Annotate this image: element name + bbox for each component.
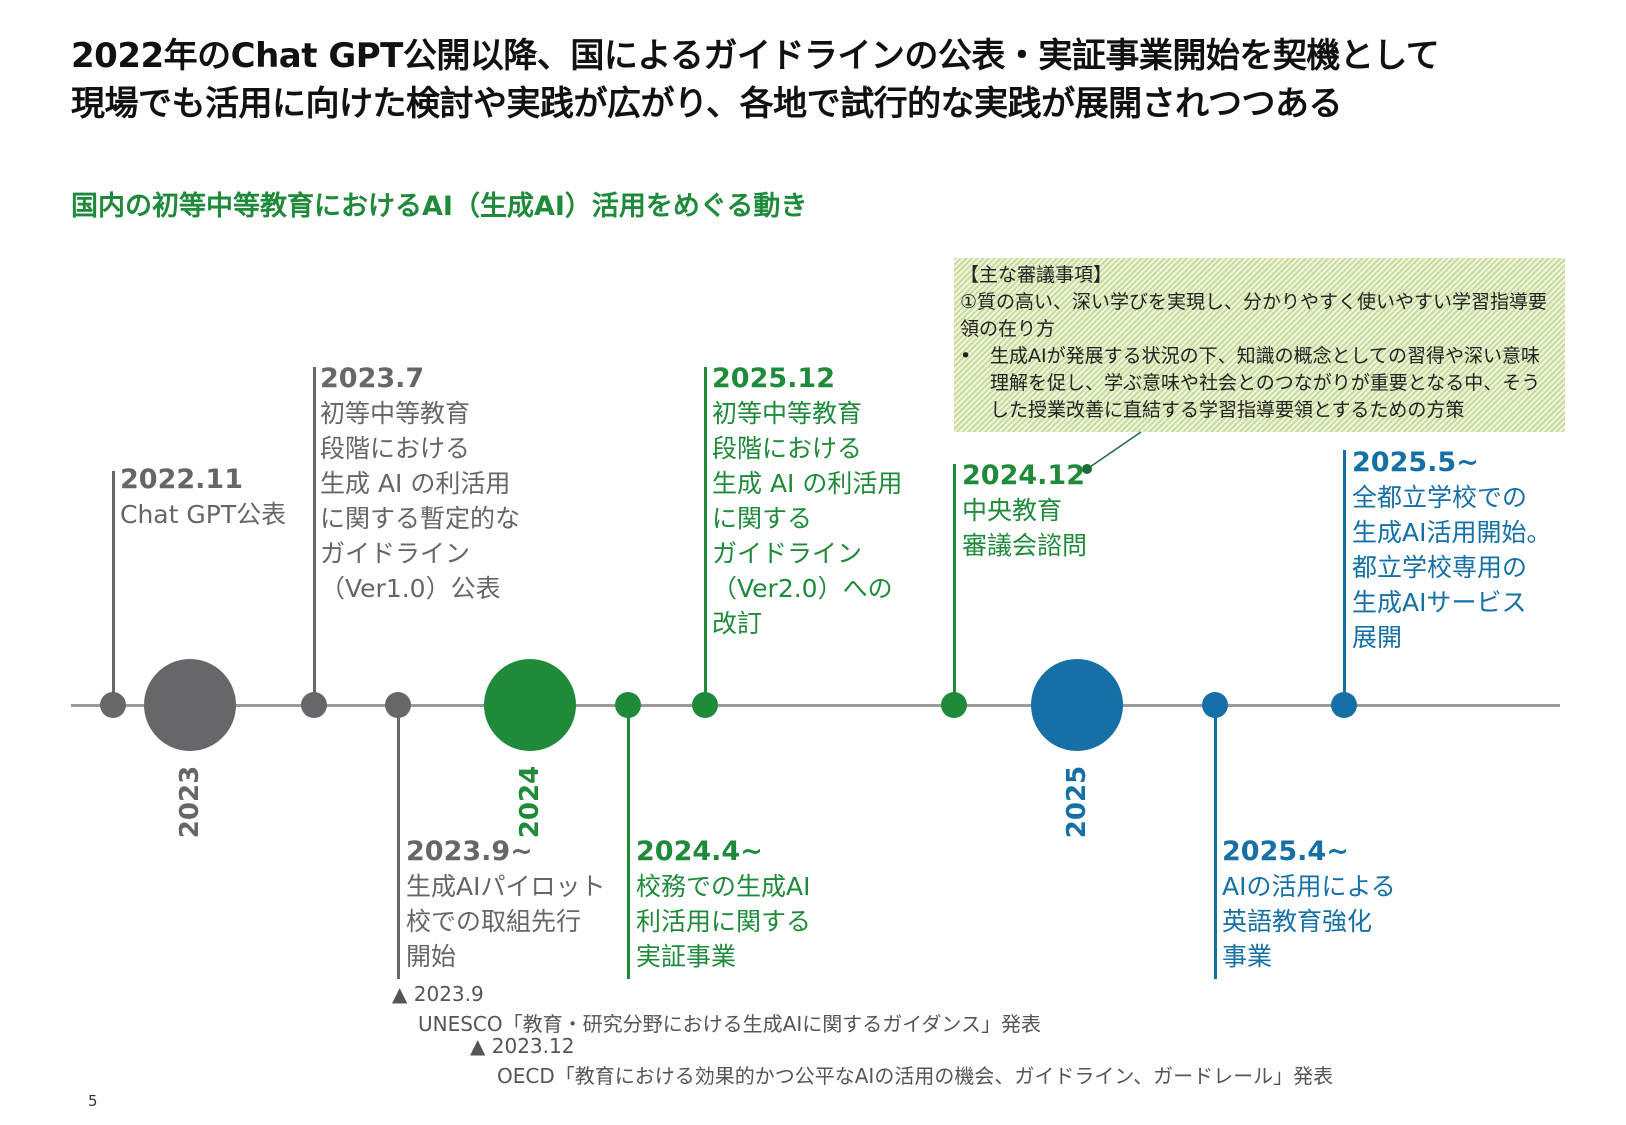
year-label: 2023 [175,765,205,839]
title-line-2: 現場でも活用に向けた検討や実践が広がり、各地で試行的な実践が展開されつつある [71,84,1342,124]
title-line-1: 2022年のChat GPT公開以降、国によるガイドラインの公表・実証事業開始を… [71,36,1440,76]
year-circle-2023 [144,659,236,751]
year-label: 2025 [1062,765,1092,839]
event-text: 展開 [1352,623,1403,652]
event-line [112,471,115,705]
timeline-dot [1331,692,1357,718]
event-text: 生成 AI の利活用 [320,469,511,498]
event-text: 生成AIパイロット [406,872,606,901]
event-text: （Ver1.0）公表 [320,574,501,603]
event-text: 審議会諮問 [962,531,1088,560]
event-text: 生成AIサービス [1352,588,1527,617]
event-text: 事業 [1222,942,1273,971]
event-date: 2023.7 [320,363,425,394]
event-text: 初等中等教育 [712,399,863,428]
footnote-text: OECD「教育における効果的かつ公平なAIの活用の機会、ガイドライン、ガードレー… [497,1064,1334,1088]
event-2022-11: 2022.11 Chat GPT公表 [120,462,286,532]
timeline-dot [692,692,718,718]
year-circle-2025 [1031,659,1123,751]
event-2025-4: 2025.4~ AIの活用による 英語教育強化 事業 [1222,834,1396,974]
event-text: 利活用に関する [636,907,812,936]
event-text: 都立学校専用の [1352,553,1528,582]
event-line [1343,450,1346,705]
event-date: 2022.11 [120,464,243,495]
footnote-date: ▲ 2023.9 [392,982,484,1006]
event-text: ガイドライン [712,539,863,568]
event-2024-4: 2024.4~ 校務での生成AI 利活用に関する 実証事業 [636,834,811,974]
slide-title: 2022年のChat GPT公開以降、国によるガイドラインの公表・実証事業開始を… [71,32,1440,128]
bullet-text: 生成AIが発展する状況の下、知識の概念としての習得や深い意味理解を促し、学ぶ意味… [990,345,1541,421]
event-text: 段階における [320,434,471,463]
event-text: AIの活用による [1222,872,1396,901]
event-text: ガイドライン [320,539,471,568]
event-text: に関する暫定的な [320,504,521,533]
event-line [1214,705,1217,979]
event-2023-9: 2023.9~ 生成AIパイロット 校での取組先行 開始 [406,834,605,974]
event-text: Chat GPT公表 [120,500,287,529]
event-text: 中央教育 [962,496,1063,525]
event-line [397,705,400,979]
event-date: 2025.12 [712,363,835,394]
year-circle-2024 [484,659,576,751]
footnote-text: UNESCO「教育・研究分野における生成AIに関するガイダンス」発表 [418,1012,1042,1036]
event-2025-12: 2025.12 初等中等教育 段階における 生成 AI の利活用 に関する ガイ… [712,361,902,641]
bullet-mark: • [960,345,972,367]
event-line [313,367,316,705]
timeline-dot [615,692,641,718]
event-date: 2024.4~ [636,836,763,867]
event-2025-5: 2025.5~ 全都立学校での 生成AI活用開始。 都立学校専用の 生成AIサー… [1352,445,1551,655]
timeline-dot [385,692,411,718]
note-bullet: • 生成AIが発展する状況の下、知識の概念としての習得や深い意味理解を促し、学ぶ意… [960,343,1559,424]
section-subtitle: 国内の初等中等教育におけるAI（生成AI）活用をめぐる動き [71,191,808,222]
event-date: 2024.12 [962,460,1085,491]
deliberation-note-box: 【主な審議事項】 ①質の高い、深い学びを実現し、分かりやすく使いやすい学習指導要… [954,258,1565,432]
event-text: 校での取組先行 [406,907,582,936]
event-text: 生成 AI の利活用 [712,469,903,498]
timeline-dot [100,692,126,718]
event-line [953,464,956,705]
year-label: 2024 [515,765,545,839]
event-date: 2025.4~ [1222,836,1349,867]
event-line [627,705,630,979]
event-date: 2023.9~ [406,836,533,867]
event-text: 実証事業 [636,942,737,971]
event-text: 改訂 [712,609,763,638]
event-text: 段階における [712,434,863,463]
note-item: ①質の高い、深い学びを実現し、分かりやすく使いやすい学習指導要領の在り方 [960,291,1548,340]
event-text: 校務での生成AI [636,872,811,901]
timeline-axis [71,704,1560,707]
event-date: 2025.5~ [1352,447,1479,478]
event-text: に関する [712,504,813,533]
event-text: 英語教育強化 [1222,907,1373,936]
event-line [704,367,707,705]
event-2024-12: 2024.12 中央教育 審議会諮問 [962,458,1087,563]
timeline-dot [941,692,967,718]
event-text: 生成AI活用開始。 [1352,518,1552,547]
note-heading: 【主な審議事項】 [960,264,1113,286]
event-2023-7: 2023.7 初等中等教育 段階における 生成 AI の利活用 に関する暫定的な… [320,361,520,606]
event-text: （Ver2.0）への [712,574,893,603]
page-number: 5 [88,1092,98,1110]
event-text: 開始 [406,942,457,971]
footnote-date: ▲ 2023.12 [470,1034,575,1058]
timeline-dot [301,692,327,718]
event-text: 初等中等教育 [320,399,471,428]
event-text: 全都立学校での [1352,483,1528,512]
timeline-dot [1202,692,1228,718]
